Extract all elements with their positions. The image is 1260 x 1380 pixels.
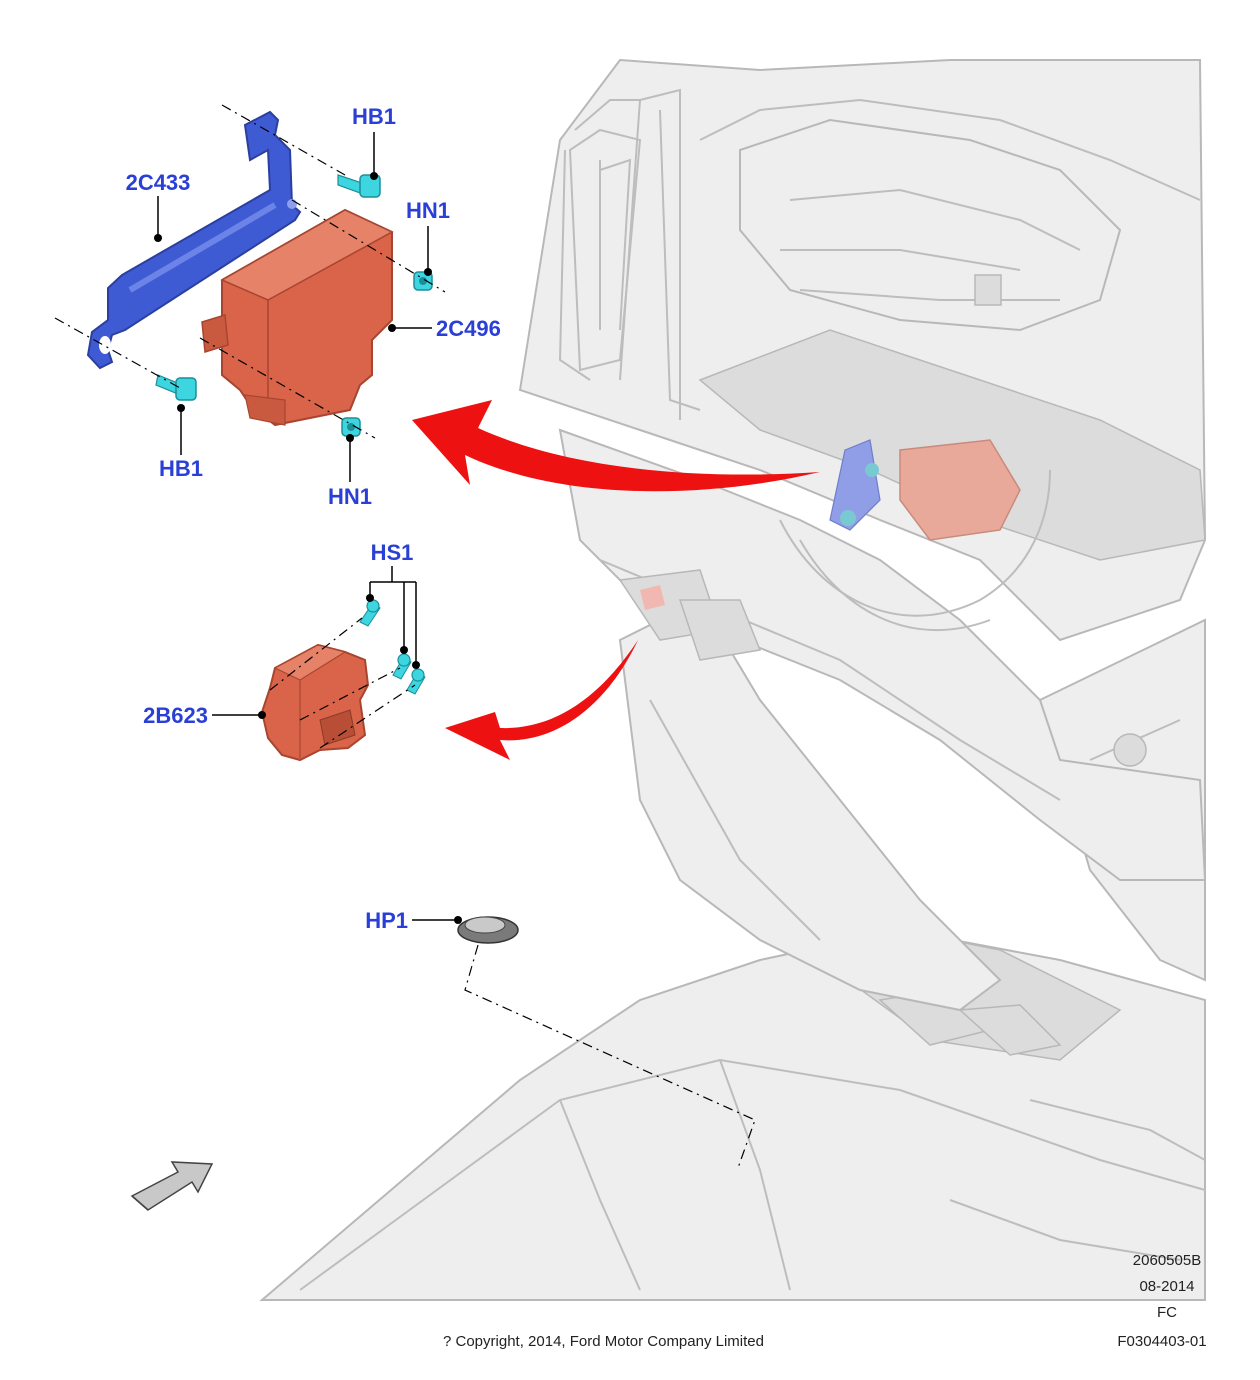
assembly-centerlines [54, 104, 756, 1169]
screws-hs1 [359, 599, 426, 695]
callout-2c433: 2C433 [126, 170, 191, 195]
grommet-hp1 [457, 916, 519, 944]
arrow-to-switch-module [445, 640, 638, 760]
figure-id: F0304403-01 [1117, 1333, 1207, 1350]
front-direction-arrow-icon [130, 1161, 214, 1211]
region-code: FC [1157, 1304, 1177, 1321]
callout-hb1-top: HB1 [352, 104, 396, 129]
fasteners [155, 174, 433, 695]
callout-hp1: HP1 [365, 908, 408, 933]
callout-hn1-bottom: HN1 [328, 484, 372, 509]
copyright-notice: ? Copyright, 2014, Ford Motor Company Li… [443, 1333, 764, 1350]
callout-labels: HB1 2C433 HN1 2C496 HB1 HN1 HS1 2B623 HP… [126, 104, 501, 933]
vehicle-body-illustration [259, 58, 1207, 1301]
bolt-hb1-bottom [155, 374, 197, 401]
nut-hn1-bottom [341, 417, 361, 437]
removal-arrows [412, 400, 820, 760]
callout-hn1-top: HN1 [406, 198, 450, 223]
callout-2c496: 2C496 [436, 316, 501, 341]
bracket-2c433 [86, 110, 302, 370]
bolt-hb1-top [337, 174, 381, 198]
drawing-number: 2060505B [1132, 1252, 1202, 1269]
arrow-to-module-assembly [412, 400, 820, 492]
callout-hb1-bottom: HB1 [159, 456, 203, 481]
module-2c496 [201, 208, 394, 427]
callout-hs1: HS1 [371, 540, 414, 565]
callout-leaders [154, 132, 462, 924]
callout-2b623: 2B623 [143, 703, 208, 728]
drawing-date: 08-2014 [1139, 1278, 1195, 1295]
module-2b623 [260, 643, 370, 762]
